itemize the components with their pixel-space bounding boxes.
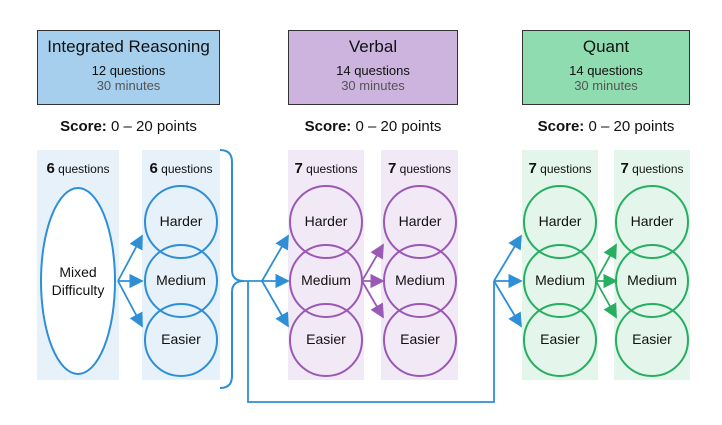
score-integrated-reasoning: Score: 0 – 20 points — [37, 118, 220, 135]
verbal-1-harder-node — [289, 185, 363, 259]
section-minutes: 30 minutes — [574, 78, 638, 93]
verbal-2-harder-node — [383, 185, 457, 259]
verbal-2-medium-label: Medium — [395, 272, 445, 288]
question-count-label: 6 questions — [149, 160, 213, 177]
quant-2-easier-label: Easier — [632, 331, 672, 347]
question-count-label: 7 questions — [620, 160, 684, 177]
section-title: Verbal — [348, 37, 398, 56]
section-minutes: 30 minutes — [96, 78, 161, 93]
verbal-2-harder-label: Harder — [398, 213, 442, 229]
score-verbal: Score: 0 – 20 points — [278, 118, 468, 135]
quant-2-harder-node — [615, 185, 689, 259]
section-questions: 12 questions — [91, 63, 166, 78]
score-range: 0 – 20 points — [588, 118, 675, 135]
ir-harder-node — [144, 185, 218, 259]
question-count-label: 7 questions — [528, 160, 592, 177]
section-minutes: 30 minutes — [341, 78, 405, 93]
quant-1-harder-node — [523, 185, 597, 259]
quant-2-harder-label: Harder — [630, 213, 674, 229]
score-range: 0 – 20 points — [110, 118, 197, 135]
header-quant: Quant 14 questions 30 minutes — [522, 30, 690, 105]
section-questions: 14 questions — [336, 63, 410, 78]
verbal-1-harder-label: Harder — [304, 213, 348, 229]
question-count-label: 6 questions — [46, 160, 110, 177]
column-verbal-1 — [288, 150, 364, 380]
score-label: Score: — [537, 118, 585, 135]
ir-medium-label: Medium — [156, 272, 206, 288]
column-ir-2 — [142, 150, 220, 380]
quant-1-medium-label: Medium — [535, 272, 585, 288]
quant-1-harder-label: Harder — [538, 213, 582, 229]
header-verbal: Verbal 14 questions 30 minutes — [288, 30, 458, 105]
section-questions: 14 questions — [569, 63, 643, 78]
score-label: Score: — [60, 118, 107, 135]
quant-1-easier-label: Easier — [540, 331, 580, 347]
verbal-2-easier-label: Easier — [400, 331, 440, 347]
ir-easier-node — [144, 303, 218, 377]
verbal-1-easier-label: Easier — [306, 331, 346, 347]
question-count-label: 7 questions — [294, 160, 358, 177]
section-title: Integrated Reasoning — [47, 37, 210, 56]
ir-bracket — [219, 149, 245, 389]
ir-easier-label: Easier — [161, 331, 201, 347]
header-integrated-reasoning: Integrated Reasoning 12 questions 30 min… — [37, 30, 220, 105]
score-range: 0 – 20 points — [355, 118, 442, 135]
quant-1-easier-node — [523, 303, 597, 377]
ir-harder-label: Harder — [159, 213, 203, 229]
column-quant-1 — [522, 150, 598, 380]
score-label: Score: — [304, 118, 352, 135]
mixed-difficulty-label: Mixed Difficulty — [51, 264, 105, 298]
mixed-difficulty-node — [40, 187, 116, 375]
verbal-2-easier-node — [383, 303, 457, 377]
quant-2-easier-node — [615, 303, 689, 377]
verbal-1-medium-label: Medium — [301, 272, 351, 288]
column-verbal-2 — [381, 150, 458, 380]
section-title: Quant — [582, 37, 630, 56]
question-count-label: 7 questions — [387, 160, 452, 177]
quant-2-medium-label: Medium — [627, 272, 677, 288]
ir-medium-node — [144, 244, 218, 318]
column-quant-2 — [614, 150, 690, 380]
score-quant: Score: 0 – 20 points — [512, 118, 700, 135]
verbal-1-easier-node — [289, 303, 363, 377]
